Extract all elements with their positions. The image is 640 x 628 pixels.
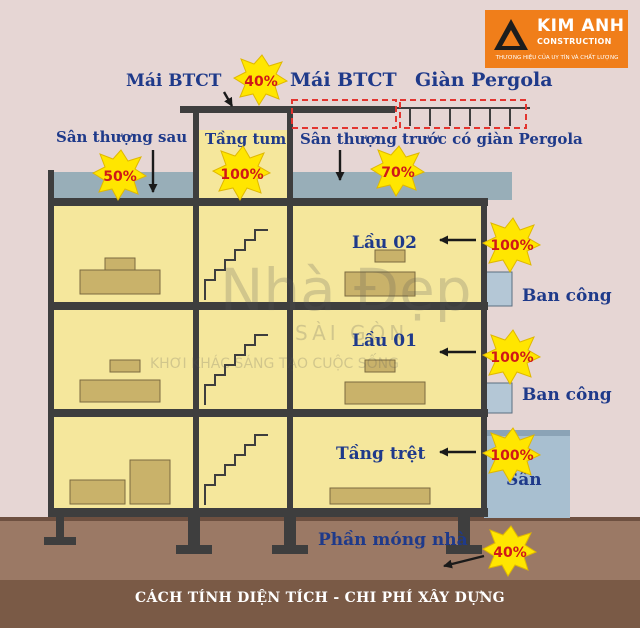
balcony-lower [483, 382, 513, 414]
svg-text:70%: 70% [381, 165, 415, 181]
label-san: Sân [506, 470, 542, 490]
column-a [193, 110, 199, 517]
caption-title: CÁCH TÍNH DIỆN TÍCH - CHI PHÍ XÂY DỰNG [135, 588, 505, 606]
slab-roof [48, 198, 488, 206]
slab-floor-1 [48, 409, 488, 417]
wall-left [48, 170, 54, 517]
ground-line [0, 517, 640, 521]
wall-right [481, 198, 487, 517]
label-mai-btct-right: Mái BTCT [290, 69, 397, 91]
mai-btct-highlight [291, 99, 397, 129]
front-terrace-edge [490, 172, 512, 200]
triangle-logo-icon [494, 19, 528, 50]
label-gian-pergola: Giàn Pergola [415, 69, 553, 91]
svg-text:100%: 100% [490, 448, 533, 464]
badge-tang-tret: 100% [481, 427, 542, 483]
badge-mong: 40% [481, 525, 538, 577]
balcony-upper [483, 271, 513, 307]
watermark: Nhà Đẹp SÀI GÒN KHƠI KHÁC SÁNG TẠO CUỘC … [150, 256, 472, 372]
badge-tang-tum: 100% [211, 145, 272, 201]
svg-text:KHƠI KHÁC SÁNG TẠO CUỘC SỐNG: KHƠI KHÁC SÁNG TẠO CUỘC SỐNG [150, 353, 399, 372]
slab-floor-2 [48, 302, 488, 310]
logo-name: KIM ANH [537, 16, 625, 36]
yard-wall-top [484, 430, 570, 436]
badge-mai-btct: 40% [232, 54, 289, 106]
badge-san-thuong-sau: 50% [91, 149, 148, 201]
svg-text:40%: 40% [244, 74, 278, 90]
column-b [287, 110, 293, 517]
pergola-highlight [399, 99, 527, 129]
logo-subtitle: CONSTRUCTION [537, 37, 612, 46]
label-san-thuong-sau: Sân thượng sau [56, 128, 187, 146]
label-lau-02: Lầu 02 [352, 233, 417, 253]
label-san-thuong-truoc: Sân thượng trước có giàn Pergola [300, 130, 583, 148]
slab-ground [48, 508, 488, 517]
label-tang-tret: Tầng trệt [336, 444, 425, 464]
pergola-structure [396, 107, 530, 126]
badge-san-thuong-truoc: 70% [369, 145, 426, 197]
caption-bar [0, 580, 640, 628]
svg-text:100%: 100% [220, 167, 263, 183]
logo-tagline: THƯƠNG HIỆU CỦA UY TÍN VÀ CHẤT LƯỢNG [495, 55, 619, 61]
foundation [44, 517, 482, 554]
label-ban-cong-1: Ban công [522, 286, 612, 306]
label-phan-mong: Phần móng nhà [318, 530, 468, 550]
svg-text:100%: 100% [490, 350, 533, 366]
kim-anh-logo: KIM ANH CONSTRUCTION THƯƠNG HIỆU CỦA UY … [485, 10, 628, 68]
svg-text:40%: 40% [493, 545, 527, 561]
arrows [148, 91, 485, 569]
svg-text:100%: 100% [490, 238, 533, 254]
label-ban-cong-2: Ban công [522, 385, 612, 405]
label-mai-btct-left: Mái BTCT [126, 71, 222, 91]
badge-lau-02: 100% [481, 217, 542, 273]
label-tang-tum: Tầng tum [205, 130, 286, 148]
label-lau-01: Lầu 01 [352, 331, 417, 351]
staircase [204, 229, 268, 505]
badge-lau-01: 100% [481, 329, 542, 385]
house-interior [52, 205, 484, 510]
svg-text:50%: 50% [103, 169, 137, 185]
svg-text:Nhà Đẹp: Nhà Đẹp [220, 256, 472, 324]
slab-top-roof [180, 106, 395, 113]
furniture [69, 249, 431, 505]
svg-text:SÀI GÒN: SÀI GÒN [295, 321, 408, 345]
